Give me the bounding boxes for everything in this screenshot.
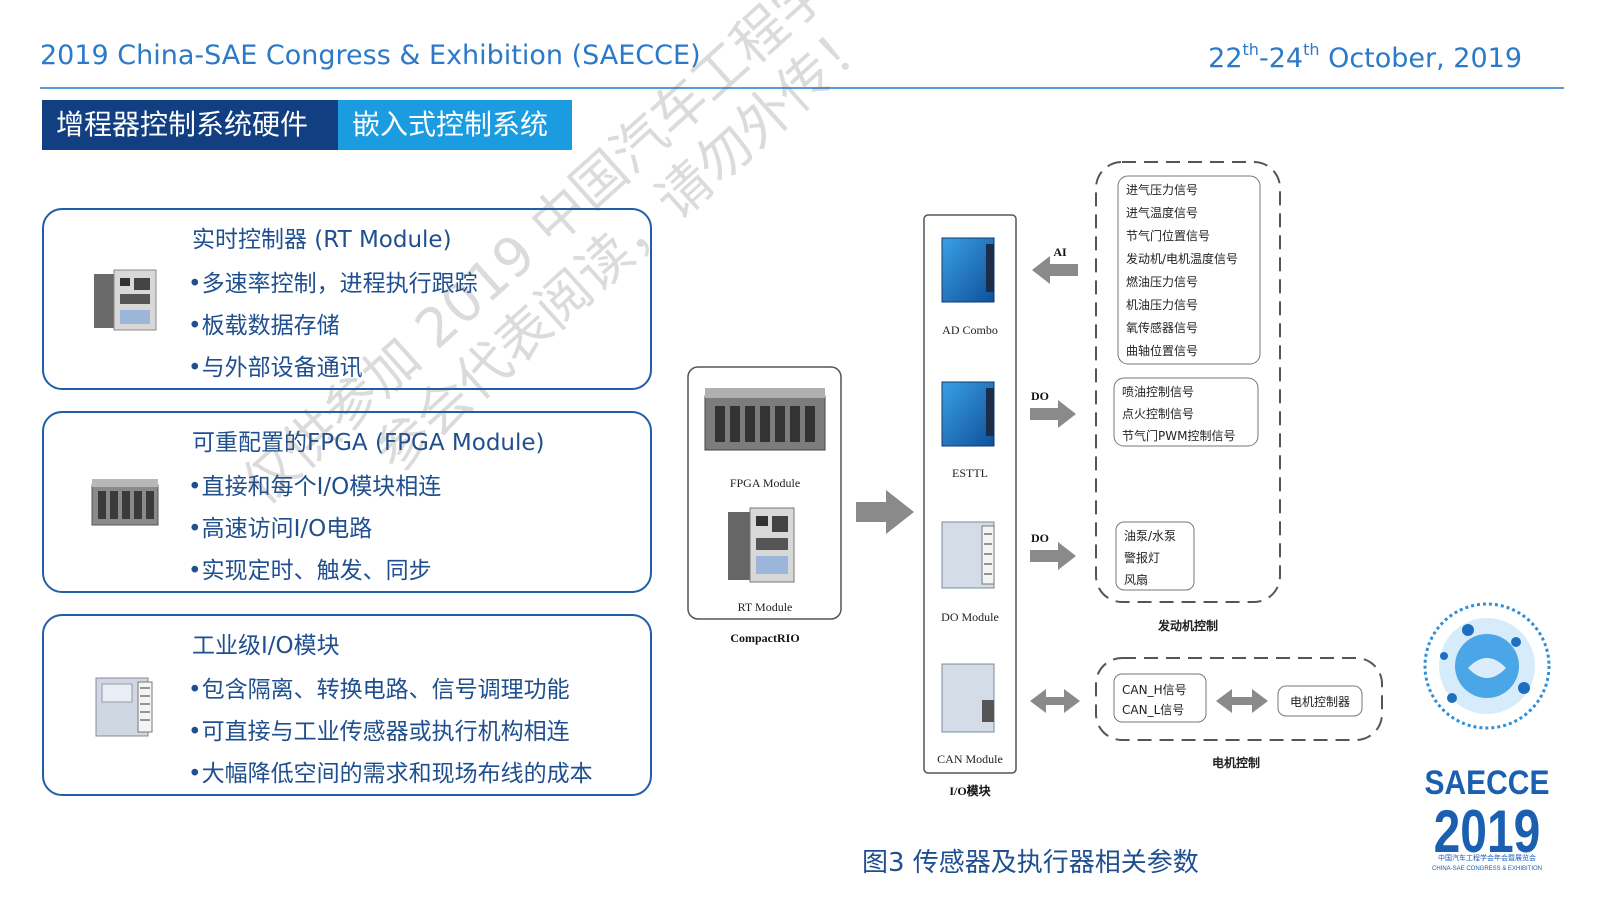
sensor-signal: 进气温度信号 xyxy=(1126,205,1198,220)
event-date: 22th-24th October, 2019 xyxy=(1208,40,1522,74)
control-signal: 点火控制信号 xyxy=(1122,407,1194,421)
bullet-list: •多速率控制，进程执行跟踪 •板载数据存储 •与外部设备通讯 xyxy=(188,268,478,394)
actuator-item: 风扇 xyxy=(1124,572,1148,587)
io-module-label: CAN Module xyxy=(937,752,1003,766)
bullet-item: •多速率控制，进程执行跟踪 xyxy=(188,271,478,297)
bullet-item: •实现定时、触发、同步 xyxy=(188,558,432,584)
sensor-signal: 燃油压力信号 xyxy=(1126,274,1198,289)
rt-controller-icon xyxy=(728,507,795,583)
sensor-signal: 发动机/电机温度信号 xyxy=(1126,251,1238,266)
io-module-caption: I/O模块 xyxy=(949,783,991,798)
bullet-item: •板载数据存储 xyxy=(188,313,340,339)
bullet-item: •高速访问I/O电路 xyxy=(188,516,373,542)
event-title: 2019 China-SAE Congress & Exhibition (SA… xyxy=(40,40,701,71)
sensor-signal: 节气门位置信号 xyxy=(1126,228,1210,243)
motor-control-region xyxy=(1095,657,1383,741)
right-arrow-icon xyxy=(856,490,914,534)
io-module-box xyxy=(923,214,1017,774)
logo-year: 2019 xyxy=(1434,798,1541,865)
header-divider xyxy=(40,87,1564,89)
actuator-item: 油泵/水泵 xyxy=(1124,529,1176,543)
do-label: DO xyxy=(1031,389,1049,403)
card-fpga-module: 可重配置的FPGA (FPGA Module) •直接和每个I/O模块相连 •高… xyxy=(42,411,652,593)
control-signal-box xyxy=(1113,377,1259,447)
do-label: DO xyxy=(1031,531,1049,545)
logo-wordmark: SAECCE xyxy=(1425,763,1550,801)
left-arrow-icon xyxy=(1032,256,1078,284)
control-signal: 节气门PWM控制信号 xyxy=(1122,428,1235,443)
io-module-image xyxy=(95,677,153,737)
rt-module-label: RT Module xyxy=(738,600,793,614)
right-arrow-icon xyxy=(1030,400,1076,428)
sensor-signal: 进气压力信号 xyxy=(1126,182,1198,197)
actuator-item: 警报灯 xyxy=(1124,550,1160,565)
control-signal: 喷油控制信号 xyxy=(1122,385,1194,399)
ad-combo-module-icon xyxy=(941,237,995,303)
do-module-icon xyxy=(941,521,995,589)
compactrio-caption: CompactRIO xyxy=(730,631,799,645)
io-module-label: ESTTL xyxy=(952,466,988,480)
card-title: 工业级I/O模块 xyxy=(192,633,340,659)
sensor-signal: 曲轴位置信号 xyxy=(1126,343,1198,358)
motor-control-caption: 电机控制 xyxy=(1212,755,1260,770)
sensor-signal: 机油压力信号 xyxy=(1126,298,1198,312)
fpga-chassis-icon xyxy=(704,388,826,451)
double-arrow-icon xyxy=(1216,689,1268,713)
can-signal-box xyxy=(1113,673,1207,723)
actuator-box xyxy=(1115,521,1195,591)
sensor-signal: 氧传感器信号 xyxy=(1126,320,1198,335)
card-title: 实时控制器 (RT Module) xyxy=(192,227,452,253)
right-arrow-icon xyxy=(1030,542,1076,570)
figure-caption: 图3 传感器及执行器相关参数 xyxy=(862,848,1199,878)
saecce-logo: SAECCE 2019 中国汽车工程学会年会暨展览会 CHINA-SAE CON… xyxy=(1423,602,1551,872)
bullet-list: •直接和每个I/O模块相连 •高速访问I/O电路 •实现定时、触发、同步 xyxy=(188,471,441,597)
can-signal: CAN_L信号 xyxy=(1122,703,1184,717)
bullet-item: •与外部设备通讯 xyxy=(188,355,363,381)
io-module-label: AD Combo xyxy=(942,323,998,337)
ai-label: AI xyxy=(1053,245,1067,259)
logo-subtitle-en: CHINA-SAE CONGRESS & EXHIBITION xyxy=(1432,866,1542,872)
card-io-module: 工业级I/O模块 •包含隔离、转换电路、信号调理功能 •可直接与工业传感器或执行… xyxy=(42,614,652,796)
esttl-module-icon xyxy=(941,381,995,447)
bullet-list: •包含隔离、转换电路、信号调理功能 •可直接与工业传感器或执行机构相连 •大幅降… xyxy=(188,674,593,800)
double-arrow-icon xyxy=(1030,689,1080,713)
bullet-item: •包含隔离、转换电路、信号调理功能 xyxy=(188,677,570,703)
sensor-signal-box xyxy=(1117,175,1261,365)
io-module-label: DO Module xyxy=(941,610,999,624)
logo-subtitle-cn: 中国汽车工程学会年会暨展览会 xyxy=(1438,853,1536,862)
bullet-item: •大幅降低空间的需求和现场布线的成本 xyxy=(188,761,593,787)
compactrio-box xyxy=(687,366,842,620)
can-module-icon xyxy=(941,663,995,733)
can-signal: CAN_H信号 xyxy=(1122,683,1187,697)
fpga-chassis-image xyxy=(91,479,159,526)
bullet-item: •直接和每个I/O模块相连 xyxy=(188,474,442,500)
bullet-item: •可直接与工业传感器或执行机构相连 xyxy=(188,719,570,745)
motor-controller-label: 电机控制器 xyxy=(1290,695,1350,709)
section-tab-primary: 增程器控制系统硬件 xyxy=(42,100,338,150)
engine-control-region xyxy=(1095,161,1281,603)
section-tab-secondary: 嵌入式控制系统 xyxy=(338,100,572,150)
card-rt-module: 实时控制器 (RT Module) •多速率控制，进程执行跟踪 •板载数据存储 … xyxy=(42,208,652,390)
rt-module-image xyxy=(94,269,157,331)
fpga-module-label: FPGA Module xyxy=(730,476,800,490)
card-title: 可重配置的FPGA (FPGA Module) xyxy=(192,430,545,456)
motor-controller-box xyxy=(1277,685,1363,717)
engine-control-caption: 发动机控制 xyxy=(1157,618,1218,633)
